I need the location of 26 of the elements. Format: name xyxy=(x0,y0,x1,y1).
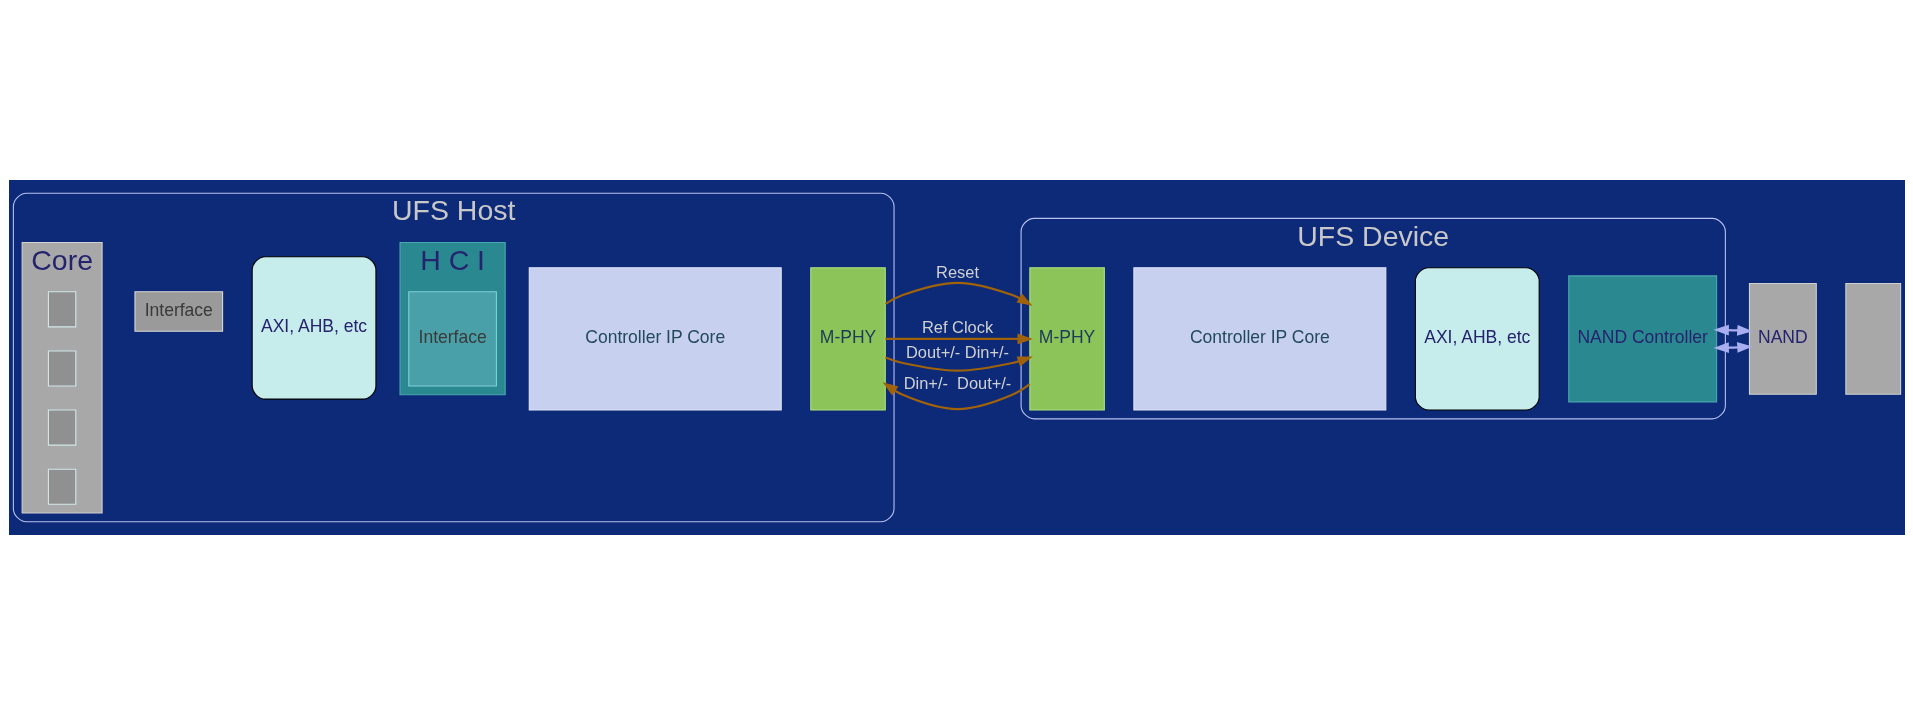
node-box: M-PHY xyxy=(809,267,886,411)
edge-label: Reset xyxy=(935,262,979,281)
node-box: M-PHY xyxy=(1028,267,1105,411)
node-box xyxy=(47,291,76,328)
node-box: NAND xyxy=(1748,283,1817,395)
node-box: AXI, AHB, etc xyxy=(251,256,376,400)
edge-label: Din+/- Dout+/- xyxy=(903,374,1011,393)
arrow xyxy=(884,281,1032,306)
edge-label: Ref Clock xyxy=(921,318,993,337)
edge-label: Dout+/- Din+/- xyxy=(905,342,1009,361)
cluster: Core xyxy=(21,241,103,514)
node-box: Interface xyxy=(133,291,223,332)
node-box xyxy=(47,409,76,446)
node-box: Controller IP Core xyxy=(1132,267,1386,411)
arrow xyxy=(1713,324,1753,336)
arrow xyxy=(884,333,1033,345)
node-box: Interface xyxy=(407,291,497,387)
node-box xyxy=(1844,283,1901,395)
arrow xyxy=(1713,342,1753,354)
node-box: NAND Controller xyxy=(1567,275,1717,403)
arrow xyxy=(884,356,1033,372)
node-box xyxy=(47,350,76,387)
node-box xyxy=(47,468,76,505)
node-box: AXI, AHB, etc xyxy=(1414,267,1540,411)
node-box: Controller IP Core xyxy=(528,267,782,411)
arrow xyxy=(882,382,1030,411)
